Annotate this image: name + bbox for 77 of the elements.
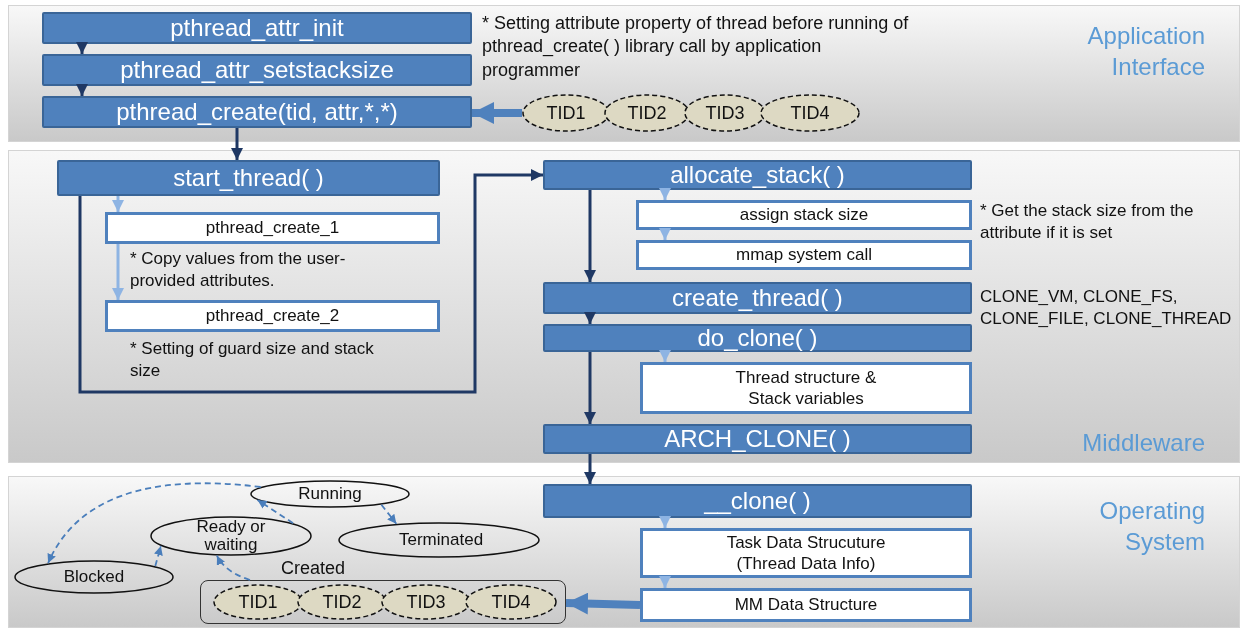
thread-id-label: TID1: [238, 592, 278, 612]
function-name: __clone( ): [704, 489, 811, 513]
flow-arrow: [584, 312, 596, 324]
function-box: [42, 12, 472, 44]
step-label: MM Data Structure: [734, 594, 878, 616]
function-box: [543, 484, 972, 518]
flow-arrow: [659, 576, 671, 588]
thread-id-label: TID2: [322, 592, 362, 612]
flow-arrow: [231, 128, 243, 160]
transition-arrow: [380, 503, 398, 525]
transition-arrow: [154, 545, 163, 567]
thread-id-label: TID2: [627, 103, 667, 123]
flow-arrow: [584, 352, 596, 424]
step-box: [640, 362, 972, 414]
annotation-note: * Setting of guard size and stack size: [130, 338, 375, 383]
step-box: [105, 300, 440, 332]
step-label: Thread structure & Stack variables: [734, 366, 878, 410]
annotation-note: * Copy values from the user-provided attributes.: [130, 248, 347, 293]
transition-arrow: [216, 554, 251, 581]
step-box: [636, 200, 972, 230]
flow-arrow: [112, 196, 124, 212]
group-heading: Created: [281, 558, 346, 579]
layer-band: [8, 476, 1240, 628]
thread-id-label: TID4: [790, 103, 830, 123]
flow-arrow: [584, 454, 596, 484]
step-label: Task Data Strucuture (Thread Data Info): [725, 531, 887, 575]
function-name: allocate_stack( ): [670, 163, 845, 187]
flow-arrow: [584, 190, 596, 282]
function-box: [57, 160, 440, 196]
layer-title: Middleware: [1081, 428, 1205, 458]
annotation-note: * Get the stack size from the attribute if it is set: [980, 200, 1195, 245]
state-label: Running: [298, 485, 362, 503]
function-name: create_thread( ): [672, 286, 843, 310]
function-name: pthread_attr_setstacksize: [120, 58, 394, 82]
function-name: do_clone( ): [697, 326, 818, 350]
step-box: [640, 528, 972, 578]
function-box: [543, 282, 972, 314]
block-arrow: [565, 592, 641, 615]
function-name: start_thread( ): [173, 166, 324, 190]
flow-arrow: [76, 84, 88, 96]
layer-band: [8, 150, 1240, 463]
flow-arrow: [76, 42, 88, 54]
block-arrow: [472, 102, 522, 124]
function-box: [543, 424, 972, 454]
function-name: pthread_create(tid, attr,*,*): [116, 100, 398, 124]
step-label: pthread_create_1: [205, 217, 340, 239]
transition-arrow: [47, 482, 262, 564]
state-label: Ready or waiting: [195, 518, 267, 554]
layer-band: [8, 5, 1240, 142]
step-label: assign stack size: [739, 204, 869, 226]
step-label: pthread_create_2: [205, 305, 340, 327]
flow-arrow: [112, 244, 124, 300]
transition-arrow: [256, 499, 294, 525]
function-box: [543, 160, 972, 190]
flow-arrow: [78, 169, 543, 394]
layer-title: Application Interface: [1086, 21, 1205, 82]
flow-arrow: [659, 350, 671, 362]
flow-arrow: [659, 228, 671, 240]
function-box: [42, 54, 472, 86]
flow-arrow: [659, 188, 671, 200]
thread-id-label: TID4: [491, 592, 531, 612]
thread-id-label: TID3: [406, 592, 446, 612]
function-box: [42, 96, 472, 128]
function-box: [543, 324, 972, 352]
layer-title: Operating System: [1098, 496, 1205, 557]
thread-id-label: TID3: [705, 103, 745, 123]
step-box: [640, 588, 972, 622]
state-label: Blocked: [63, 568, 125, 586]
annotation-note: CLONE_VM, CLONE_FS, CLONE_FILE, CLONE_THREAD: [980, 286, 1233, 331]
step-box: [636, 240, 972, 270]
function-name: pthread_attr_init: [170, 16, 344, 40]
thread-id-label: TID1: [546, 103, 586, 123]
flow-arrow: [659, 516, 671, 528]
step-label: mmap system call: [736, 244, 872, 266]
annotation-note: * Setting attribute property of thread before running of pthread_create( ) library call by application programmer: [482, 12, 910, 82]
step-box: [105, 212, 440, 244]
function-name: ARCH_CLONE( ): [664, 427, 851, 451]
